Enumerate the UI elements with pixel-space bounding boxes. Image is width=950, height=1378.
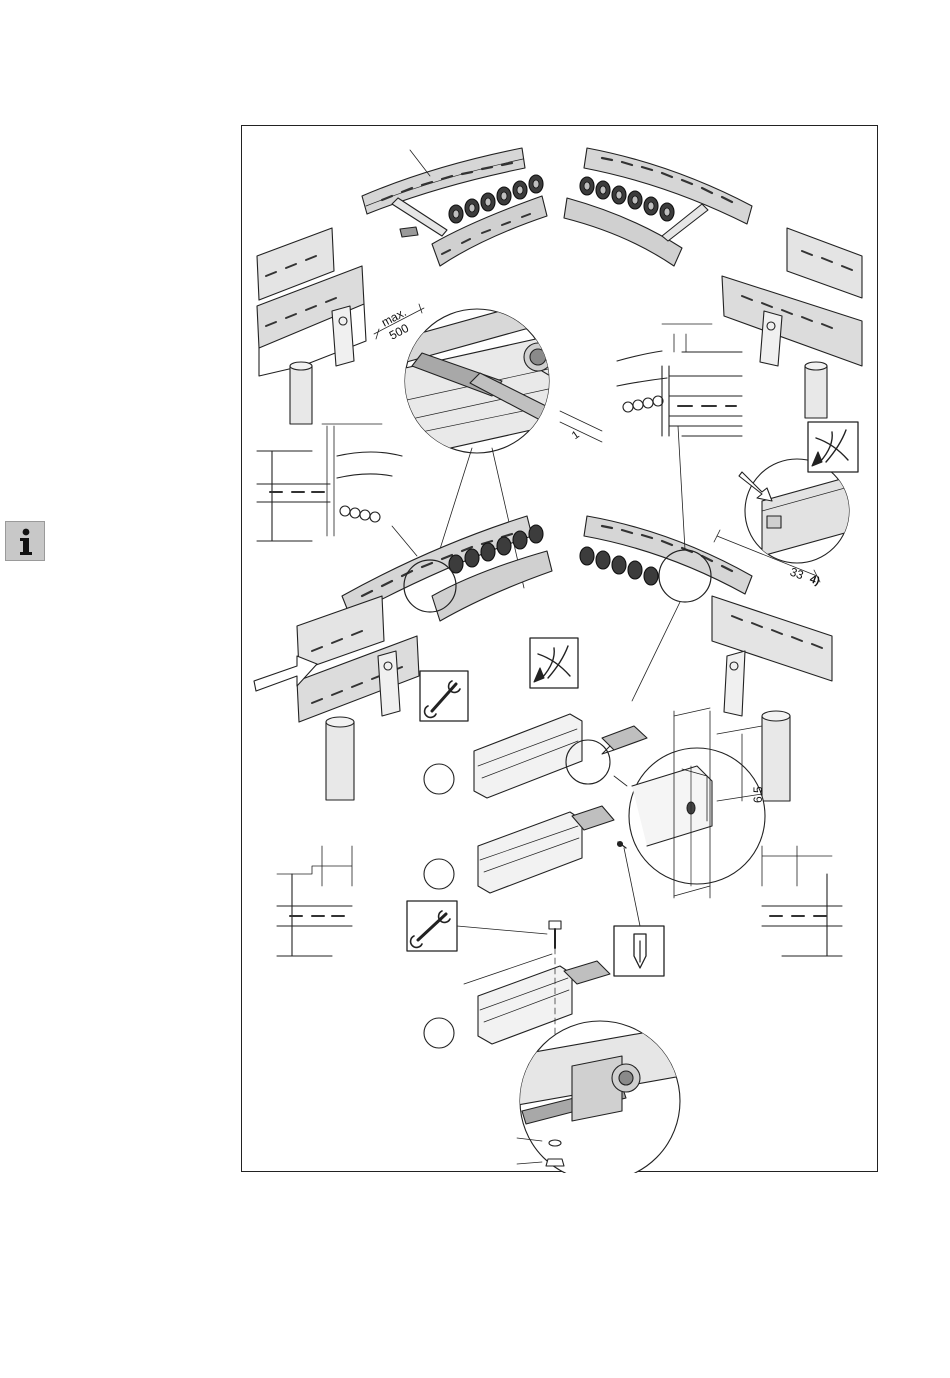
twist-pliers-icon-center <box>530 638 578 688</box>
detail-circle-bolt <box>512 1021 682 1173</box>
step-1-marker <box>424 764 454 794</box>
bolt-icon <box>549 921 561 929</box>
dim-65-label: 6.5 <box>751 786 765 803</box>
assembly-diagram-frame: max. 500 <box>241 125 878 1172</box>
step-3-marker <box>424 1018 454 1048</box>
assembly-diagram: max. 500 <box>242 126 879 1173</box>
wrench-icon <box>420 671 468 721</box>
twist-pliers-icon <box>808 422 858 472</box>
wrench-icon-lower <box>407 901 547 951</box>
nut-icon <box>546 1159 564 1166</box>
top-right-curve-assembly <box>564 148 862 418</box>
info-icon <box>5 521 45 561</box>
step-2-marker <box>424 859 454 889</box>
info-glyph <box>6 522 46 562</box>
washer-icon <box>549 1140 561 1146</box>
gap-1-dimension: 1 <box>560 411 602 442</box>
dim-33-label: 33 <box>788 565 806 583</box>
max-500-dimension: max. 500 <box>374 304 424 343</box>
profile-detail-left <box>277 846 352 956</box>
screwdriver-icon <box>614 926 664 976</box>
gap-1-label: 1 <box>570 429 582 442</box>
step-1 <box>424 714 647 798</box>
dim-33-note: 4) <box>808 573 822 588</box>
profile-detail-right <box>762 846 842 956</box>
detail-rail-top-right <box>617 324 742 436</box>
detail-rail-left <box>257 424 417 556</box>
